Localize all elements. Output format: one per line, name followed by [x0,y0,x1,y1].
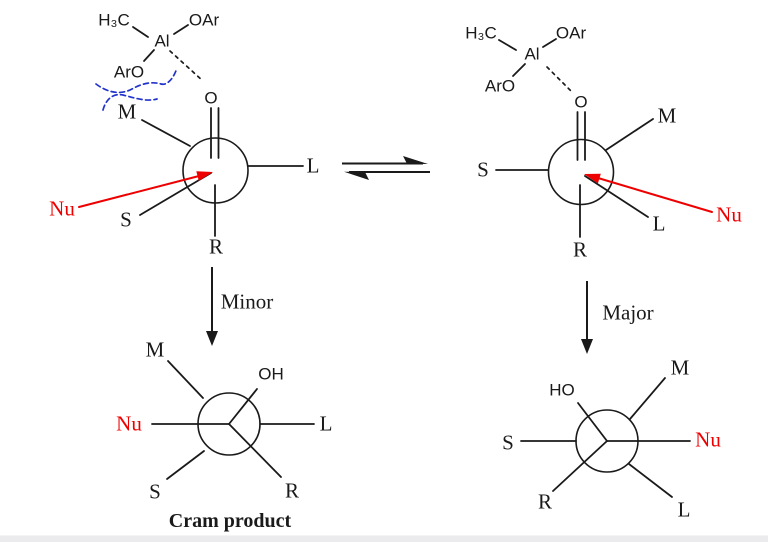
substituent-label-s: S [502,430,514,455]
atom-label-methyl: H₃C [465,23,497,43]
nucleophile-label: Nu [695,427,721,452]
newman-circle [547,138,615,206]
atom-label-oar: OAr [188,10,220,30]
product-caption-cram: Cram product [168,510,292,532]
bond-al-oar [542,38,557,48]
pathway-label-minor: Minor [220,289,274,314]
aluminum-complex-right [498,38,574,94]
bond-ho [577,402,608,442]
bond-l [628,463,673,498]
newman-product-right [520,377,691,498]
dative-bond-al-o [546,66,574,94]
substituent-label-r: R [208,234,224,259]
atom-label-ho: HO [549,380,575,400]
substituent-label-s: S [149,479,161,504]
atom-label-aluminum: Al [524,44,540,64]
nu-attack-arrow [597,177,713,213]
nucleophile-label: Nu [116,411,142,436]
bond-ch3-al [498,39,517,51]
pathway-label-major: Major [602,300,654,325]
substituent-label-s: S [120,207,132,232]
bond-al-oar [173,24,189,35]
major-pathway-arrow-icon [581,281,593,354]
substituent-label-l: L [306,153,320,178]
substituent-label-l: L [652,211,666,236]
substituent-label-r: R [537,489,553,514]
atom-label-methyl: H₃C [98,10,130,30]
equilibrium-arrows-icon [342,156,430,180]
nu-attack-arrowhead-icon [196,171,213,181]
newman-projection-left [78,107,304,237]
bond-m [141,119,191,147]
substituent-label-m: M [670,355,690,380]
bond-oh [228,388,258,425]
bond-ch3-al [132,26,149,38]
substituent-label-r: R [284,478,300,503]
substituent-label-s: S [477,157,489,182]
steric-clash-squiggle-icon [95,67,178,94]
dative-bond-al-o [169,50,204,82]
aluminum-complex-left [95,24,204,111]
substituent-label-l: L [319,411,333,436]
atom-label-oxygen: O [574,92,588,112]
nucleophile-label: Nu [49,196,75,221]
atom-label-oar: OAr [555,23,587,43]
atom-label-aro: ArO [484,76,516,96]
bond-m [605,118,654,151]
atom-label-aluminum: Al [154,31,170,51]
bond-m [629,377,666,420]
bond-s [166,450,205,480]
substituent-label-m: M [145,337,165,362]
bond-r [552,440,608,492]
substituent-label-m: M [117,99,137,124]
bond-l [584,175,649,218]
newman-projection-right [495,111,713,238]
bond-m [167,360,204,399]
nu-attack-arrow [78,175,200,208]
substituent-label-r: R [572,237,588,262]
atom-label-oxygen: O [204,88,218,108]
minor-pathway-arrow-icon [206,267,218,346]
atom-label-oh: OH [258,364,284,384]
steric-clash-squiggle-icon [102,93,158,111]
horizontal-scrollbar[interactable] [0,535,768,542]
bond-al-aro [512,63,526,77]
atom-label-aro: ArO [113,62,145,82]
nu-attack-arrowhead-icon [584,173,601,184]
bond-al-aro [143,49,155,62]
bond-r [228,423,282,478]
nucleophile-label: Nu [716,202,742,227]
newman-product-left [151,360,315,480]
substituent-label-m: M [657,103,677,128]
substituent-label-l: L [677,497,691,522]
